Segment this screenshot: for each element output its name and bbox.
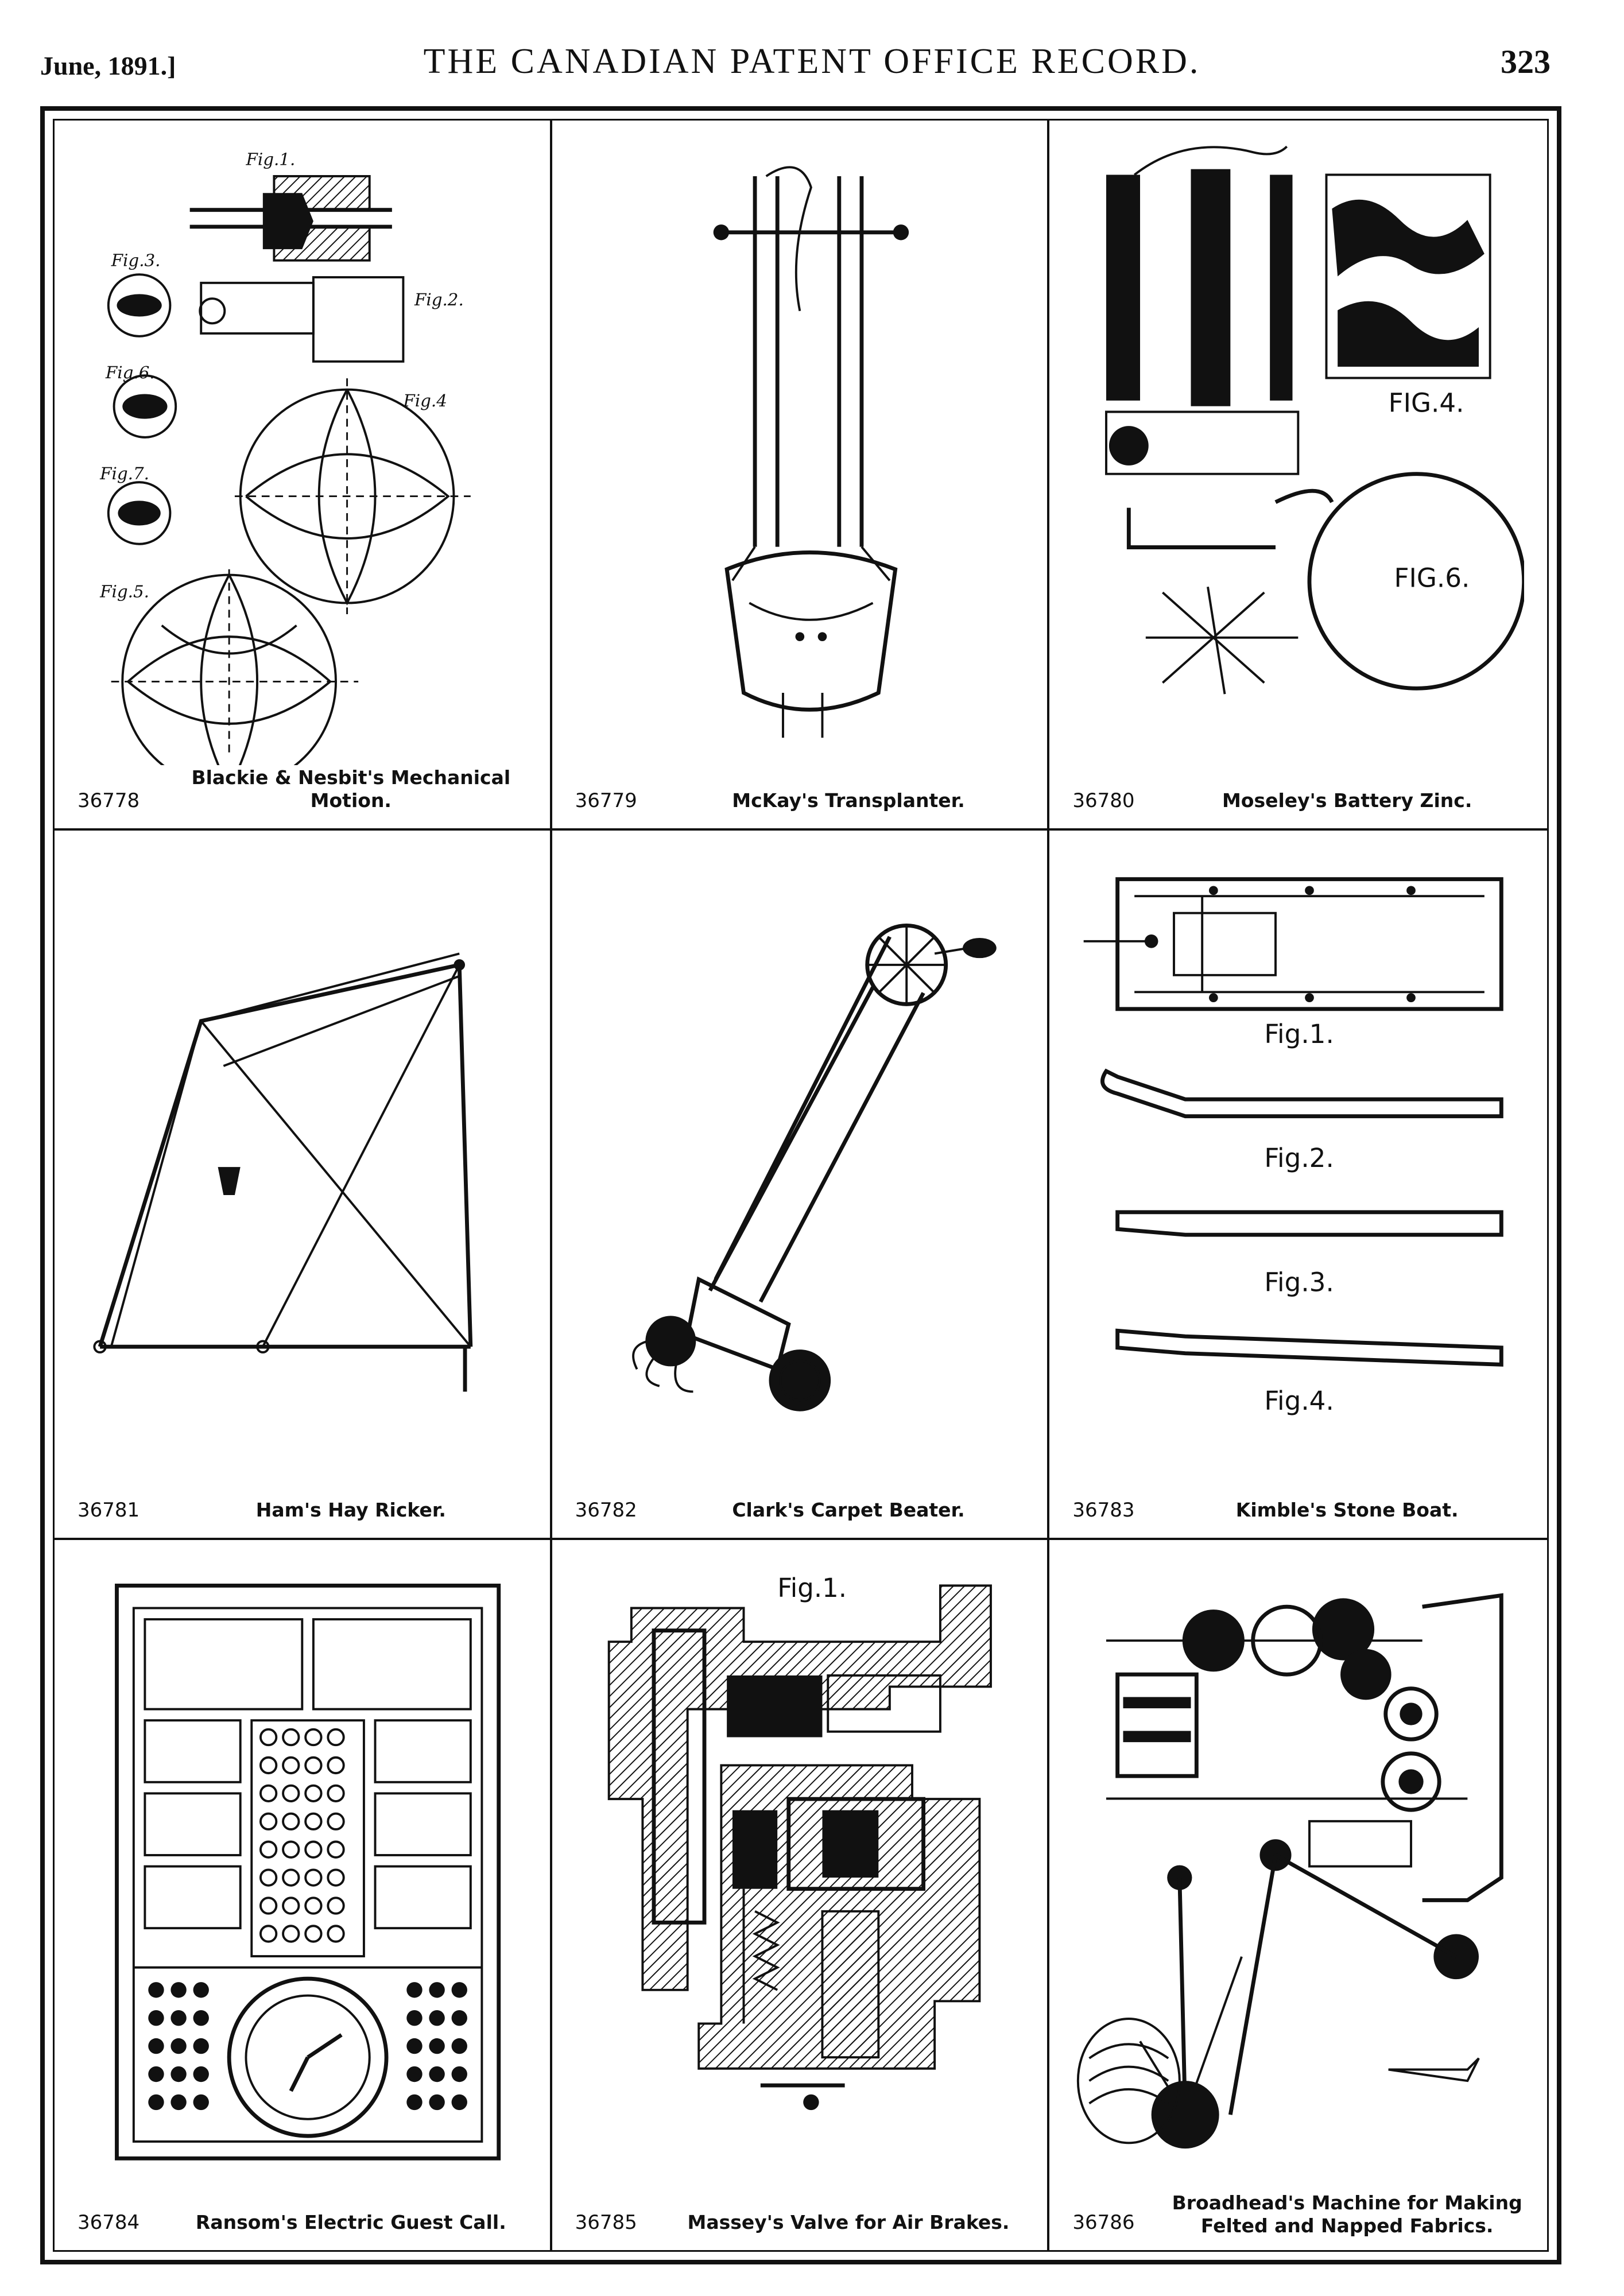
issue-date: June, 1891.] [40,51,176,80]
patent-title: Ransom's Electric Guest Call. [195,2210,506,2233]
carpet-beater-drawing [575,848,1025,1475]
felting-machine-drawing [1072,1557,1524,2187]
patent-caption: 36783 Kimble's Stone Boat. [1072,1485,1530,1525]
patent-cell-36778: Fig.1. Fig.3. Fig.2. Fig.6. Fig.4 [55,121,552,831]
fig-label: Fig.1. [245,149,295,169]
svg-text:Fig.1.: Fig.1. [777,1573,847,1603]
patent-number: 36780 [1072,789,1135,812]
patent-cell-36786: 36786 Broadhead's Machine for Making Fel… [1049,1540,1547,2250]
button-rows-left [148,1982,209,2111]
patent-caption: 36779 McKay's Transplanter. [575,775,1030,816]
patent-number: 36783 [1072,1499,1135,1522]
bell-indicators [259,1728,345,1943]
patent-title: Kimble's Stone Boat. [1235,1499,1459,1522]
patent-number: 36784 [77,2210,140,2234]
patent-caption: 36785 Massey's Valve for Air Brakes. [575,2197,1030,2237]
patent-cell-36779: 36779 McKay's Transplanter. [552,121,1050,831]
patent-title: Clark's Carpet Beater. [732,1499,965,1522]
patent-title: Massey's Valve for Air Brakes. [687,2210,1010,2233]
patent-cell-36785: Fig.1. 36785 Massey's Valve for Air Brak… [552,1540,1050,2250]
battery-zinc-drawing: FIG.4. FIG.6. [1072,138,1524,765]
patent-cell-36781: 36781 Ham's Hay Ricker. [55,830,552,1541]
patent-number: 36786 [1072,2210,1135,2234]
svg-text:Fig.1.: Fig.1. [1265,1018,1335,1049]
patent-title: Broadhead's Machine for Making Felted an… [1172,2191,1522,2237]
plate-inner-border: Fig.1. Fig.3. Fig.2. Fig.6. Fig.4 [53,119,1549,2252]
publication-title: THE CANADIAN PATENT OFFICE RECORD. [423,42,1201,81]
button-rows-right [406,1982,467,2111]
patent-number: 36778 [77,789,140,812]
svg-text:Fig.3.: Fig.3. [1265,1267,1335,1297]
patent-caption: 36778 Blackie & Nesbit's Mechanical Moti… [77,766,533,816]
patent-caption: 36780 Moseley's Battery Zinc. [1072,775,1530,816]
svg-text:Fig.3.: Fig.3. [111,250,161,270]
patent-number: 36782 [575,1499,637,1522]
patent-caption: 36784 Ransom's Electric Guest Call. [77,2197,533,2237]
svg-text:Fig.2.: Fig.2. [1265,1143,1335,1173]
hay-ricker-drawing [77,848,527,1475]
svg-text:Fig.4: Fig.4 [402,391,447,410]
patent-title: McKay's Transplanter. [732,789,965,812]
plate-frame: Fig.1. Fig.3. Fig.2. Fig.6. Fig.4 [40,106,1561,2264]
patent-grid: Fig.1. Fig.3. Fig.2. Fig.6. Fig.4 [55,121,1547,2250]
mechanical-motion-drawing: Fig.1. Fig.3. Fig.2. Fig.6. Fig.4 [77,138,527,765]
patent-caption: 36786 Broadhead's Machine for Making Fel… [1072,2192,1530,2237]
patent-title: Ham's Hay Ricker. [255,1499,446,1522]
patent-number: 36785 [575,2210,637,2234]
patent-number: 36781 [77,1499,140,1522]
transplanter-drawing [575,138,1025,765]
patent-cell-36784: 36784 Ransom's Electric Guest Call. [55,1540,552,2250]
patent-number: 36779 [575,789,637,812]
svg-text:Fig.5.: Fig.5. [99,582,149,602]
svg-text:FIG.4.: FIG.4. [1389,387,1464,418]
patent-title: Moseley's Battery Zinc. [1222,789,1472,812]
electric-guest-call-drawing [77,1557,527,2187]
patent-cell-36783: Fig.1. Fig.2. Fig.3. Fig.4. 36783 Kimble… [1049,831,1547,1541]
svg-text:Fig.2.: Fig.2. [414,290,464,309]
patent-cell-36782: 36782 Clark's Carpet Beater. [552,830,1050,1541]
patent-cell-36780: FIG.4. FIG.6. 36780 Moseley's Battery Zi… [1049,121,1547,831]
page-number: 323 [1501,43,1551,80]
patent-caption: 36782 Clark's Carpet Beater. [575,1485,1030,1525]
svg-text:Fig.7.: Fig.7. [99,464,149,483]
svg-text:Fig.4.: Fig.4. [1265,1386,1335,1416]
page-header: June, 1891.] THE CANADIAN PATENT OFFICE … [0,0,1624,103]
stone-boat-drawing: Fig.1. Fig.2. Fig.3. Fig.4. [1072,848,1524,1475]
patent-title: Blackie & Nesbit's Mechanical Motion. [191,766,511,812]
air-brake-valve-drawing: Fig.1. [575,1557,1025,2187]
svg-text:FIG.6.: FIG.6. [1394,563,1470,593]
patent-caption: 36781 Ham's Hay Ricker. [77,1485,533,1525]
